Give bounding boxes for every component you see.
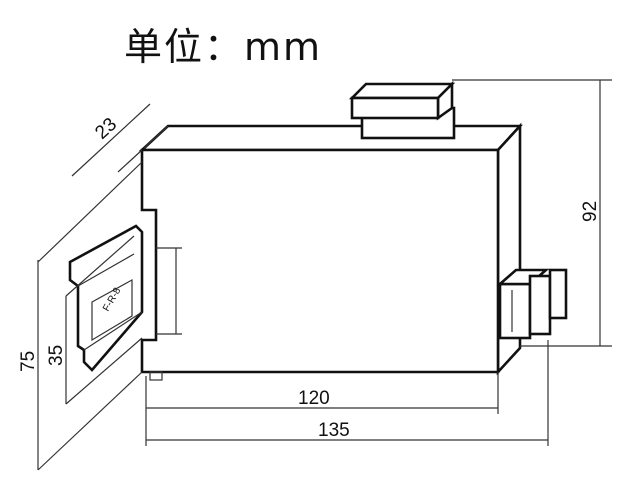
enclosure-top-face <box>138 124 523 152</box>
top-connector-cap-front <box>350 96 440 120</box>
din-rail-edge-top <box>77 253 135 287</box>
dim-height-right: 92 <box>452 79 612 347</box>
dim-height-total: 75 <box>18 161 143 471</box>
right-terminal-top <box>496 268 550 286</box>
dim-width-total: 135 <box>146 340 549 446</box>
dim-depth-line <box>71 103 151 177</box>
dim-rail-width: 35 <box>46 235 143 405</box>
right-terminal <box>496 268 568 340</box>
dim-rail-width-value: 35 <box>46 345 67 366</box>
dim-height-right-value: 92 <box>580 201 601 222</box>
din-rail-body <box>68 224 144 372</box>
dim-height-total-ext-1 <box>37 161 143 263</box>
dim-depth-ext-1 <box>117 149 143 173</box>
enclosure-foot <box>149 371 163 381</box>
right-terminal-end <box>548 268 568 320</box>
right-terminal-front <box>498 282 532 340</box>
dim-width-total-value: 135 <box>318 420 350 441</box>
din-rail: F-R-8 <box>68 224 144 372</box>
unit-title: 单位：mm <box>124 16 322 71</box>
top-connector-cap-top <box>348 82 456 100</box>
dim-width-body: 120 <box>145 372 499 446</box>
dim-rail-width-ext-2 <box>65 337 143 405</box>
din-rail-web <box>91 278 133 342</box>
unit-label: 单位： <box>124 25 245 69</box>
right-terminal-mid <box>528 274 552 336</box>
dim-depth-value: 23 <box>91 114 121 144</box>
enclosure-front-face <box>140 148 500 374</box>
top-connector <box>348 80 456 140</box>
dim-slot <box>156 247 182 335</box>
enclosure <box>138 122 523 381</box>
unit-value: mm <box>244 25 323 69</box>
dim-width-body-value: 120 <box>298 388 330 409</box>
dim-depth-ext-2 <box>143 125 169 149</box>
dim-height-total-ext-2 <box>37 371 143 471</box>
dim-rail-width-ext-1 <box>65 235 135 297</box>
dim-height-total-value: 75 <box>18 351 39 372</box>
din-rail-edge-bottom <box>83 311 143 351</box>
